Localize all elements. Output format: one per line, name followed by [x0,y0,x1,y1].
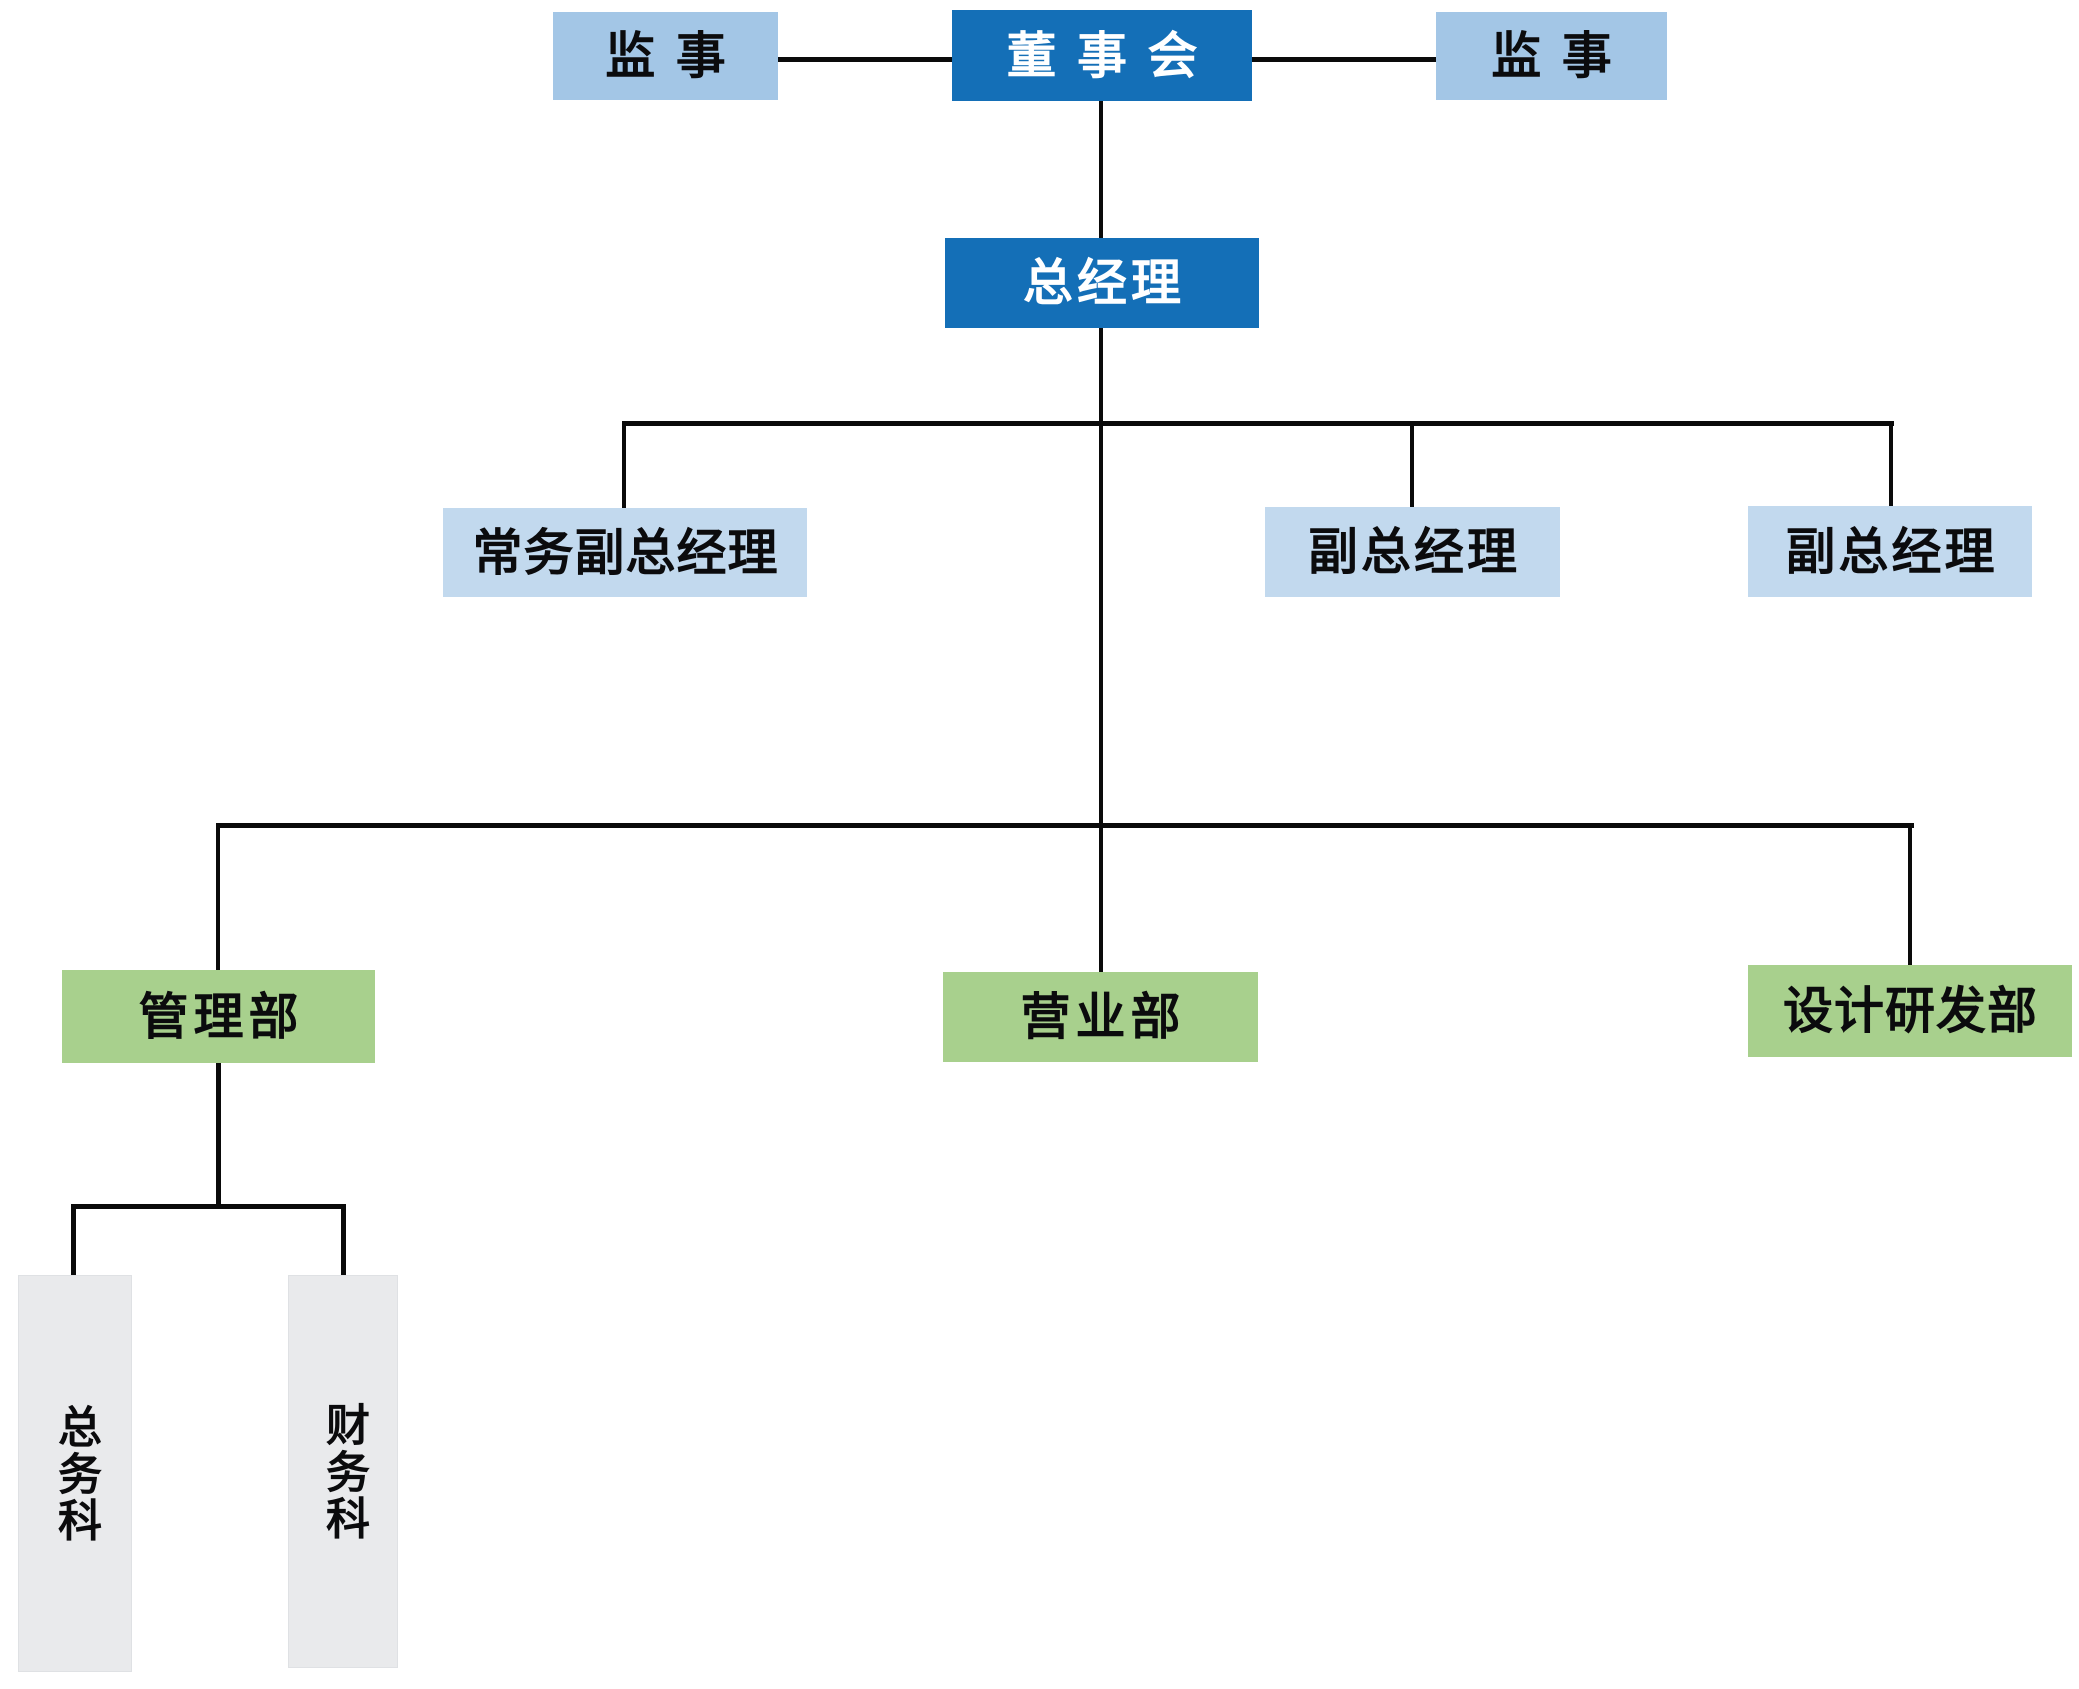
node-board-of-directors-label: 董 事 会 [1006,27,1202,84]
node-executive-deputy-general-manager: 常务副总经理 [443,508,807,597]
node-general-manager-label: 总经理 [1023,255,1185,311]
connector-drop-deputy-gm-2 [1889,424,1893,506]
node-business-department: 营业部 [943,972,1258,1062]
connector-drop-general-affairs [71,1207,76,1275]
node-general-manager: 总经理 [945,238,1259,328]
connector-drop-finance [341,1207,346,1275]
node-deputy-general-manager-2: 副总经理 [1748,506,2032,597]
node-business-department-label: 营业部 [1020,989,1186,1045]
node-supervisor-left-label: 监 事 [605,28,730,84]
connector-tier2-bar [622,421,1894,426]
node-finance-section-label: 财务科 [319,1401,368,1542]
node-management-department-label: 管理部 [138,988,304,1045]
node-general-affairs-section: 总务科 [18,1275,132,1672]
connector-drop-executive-deputy-gm [622,424,626,508]
node-executive-deputy-general-manager-label: 常务副总经理 [472,524,779,581]
connector-drop-deputy-gm-1 [1410,424,1414,507]
connector-tier3-bar [216,823,1914,828]
node-supervisor-right-label: 监 事 [1491,28,1616,84]
node-finance-section: 财务科 [288,1275,398,1668]
node-board-of-directors: 董 事 会 [952,10,1252,101]
connector-general-manager-axis [1099,328,1103,972]
node-supervisor-left: 监 事 [553,12,778,100]
node-design-rd-department: 设计研发部 [1748,965,2072,1057]
node-management-department: 管理部 [62,970,375,1063]
connector-drop-management-dept [216,826,220,970]
node-supervisor-right: 监 事 [1436,12,1667,100]
connector-sections-bar [71,1204,346,1209]
node-deputy-general-manager-2-label: 副总经理 [1785,523,1998,580]
connector-management-dept-down [216,1063,221,1206]
node-design-rd-department-label: 设计研发部 [1783,983,2038,1039]
connector-board-to-supervisor-right [1252,57,1436,62]
node-deputy-general-manager-1-label: 副总经理 [1308,524,1520,580]
connector-drop-design-rd-dept [1908,826,1912,965]
connector-supervisor-left-to-board [778,57,952,62]
node-deputy-general-manager-1: 副总经理 [1265,507,1560,597]
node-general-affairs-section-label: 总务科 [51,1403,100,1544]
connector-board-to-general-manager [1099,101,1103,238]
